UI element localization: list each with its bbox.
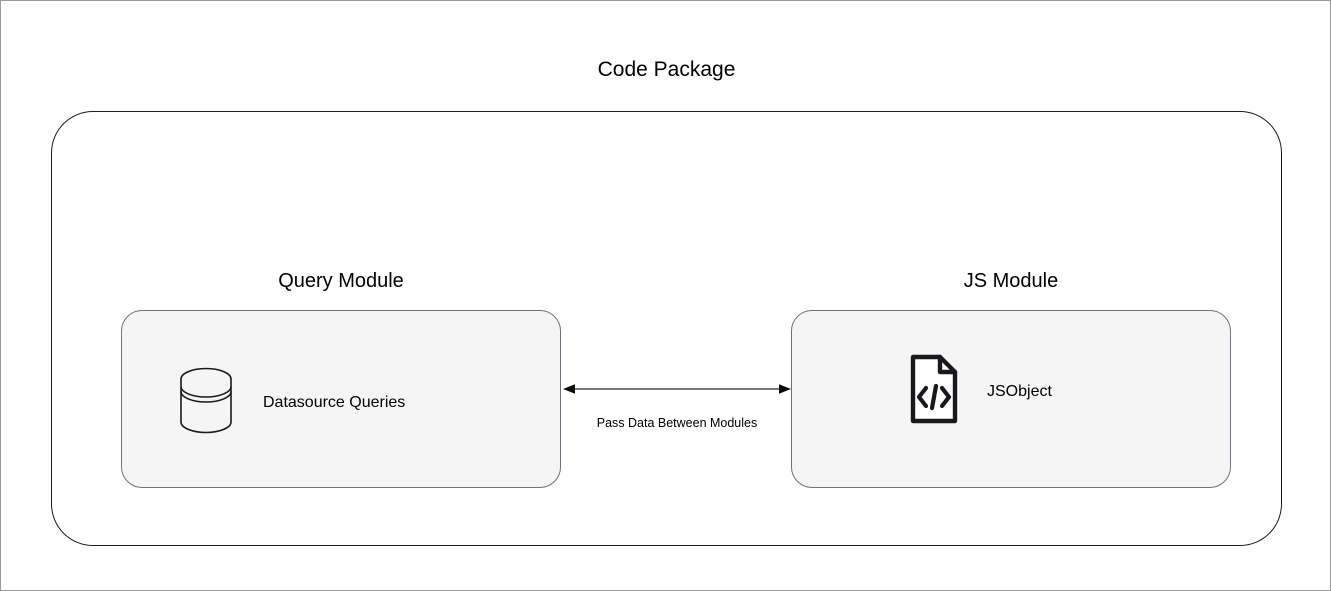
code-package-container (51, 111, 1282, 546)
datasource-queries-label: Datasource Queries (263, 393, 406, 411)
jsobject-label: JSObject (987, 382, 1052, 400)
package-title: Code Package (597, 58, 736, 81)
datasource-queries-node[interactable]: Datasource Queries (176, 366, 405, 439)
query-module-title: Query Module (278, 270, 404, 292)
connector-label: Pass Data Between Modules (596, 416, 758, 430)
js-module-box[interactable] (791, 310, 1231, 488)
code-file-icon (909, 353, 959, 430)
database-icon (176, 366, 236, 439)
module-connector (561, 379, 793, 399)
double-arrow-icon (563, 384, 791, 394)
js-module-title: JS Module (963, 270, 1059, 292)
jsobject-node[interactable]: JSObject (909, 353, 1052, 430)
